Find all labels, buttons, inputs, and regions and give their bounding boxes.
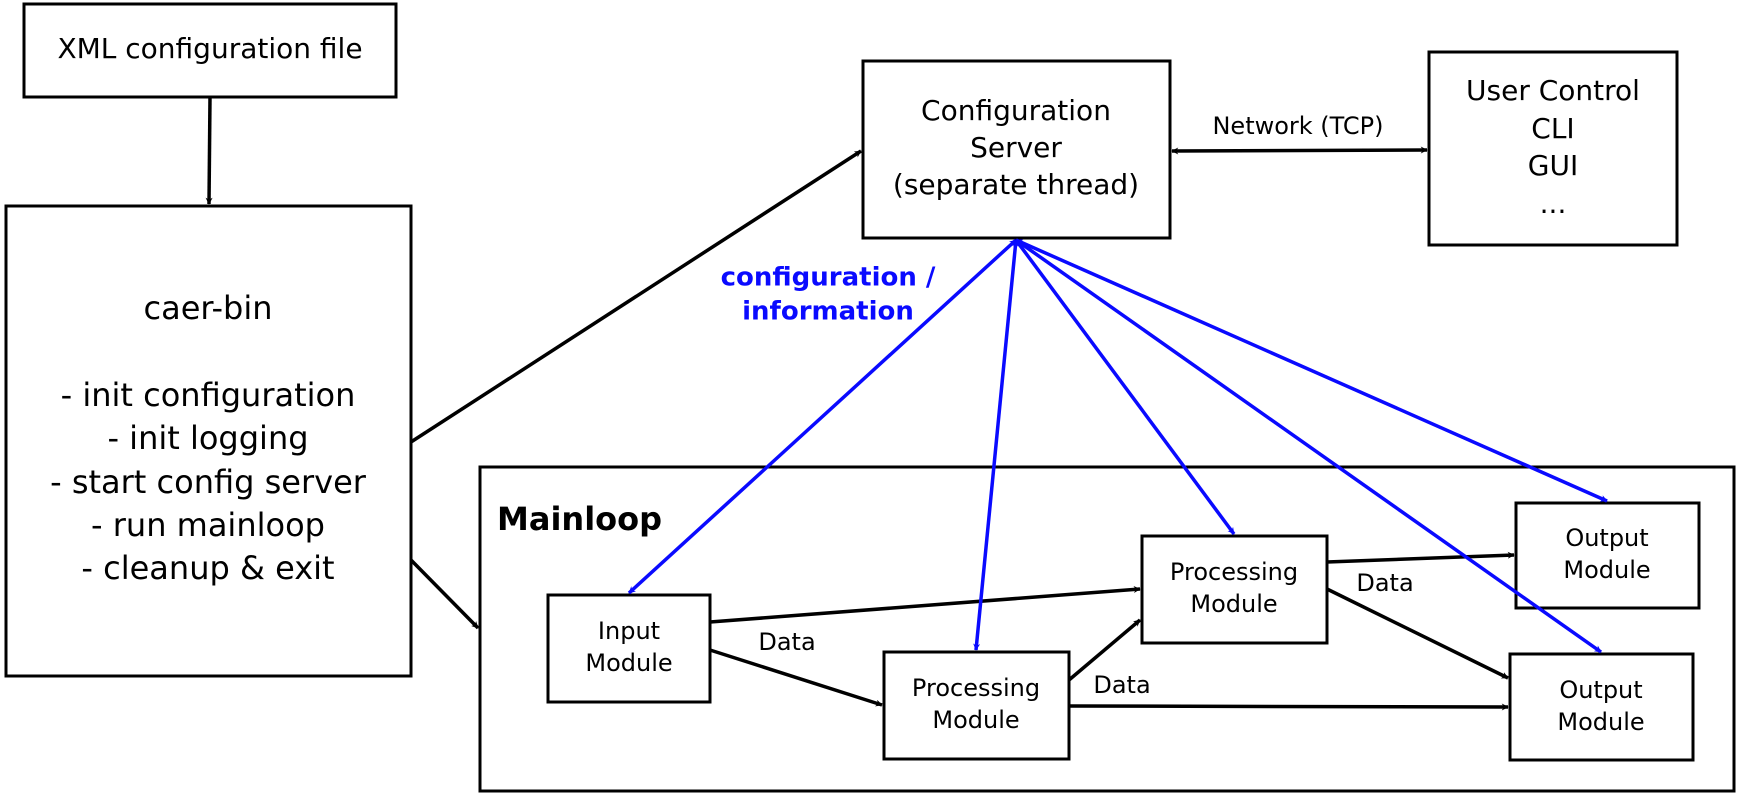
data-label: Data <box>758 628 815 656</box>
network-tcp-label: Network (TCP) <box>1212 112 1383 140</box>
input-module-line: Input <box>598 617 660 645</box>
caer-bin-title: caer-bin <box>143 289 272 327</box>
arrow-network-tcp <box>1171 146 1428 155</box>
output-module-upper-line: Output <box>1565 524 1648 552</box>
caer-bin-step: - init logging <box>107 419 308 457</box>
output-module-upper-line: Module <box>1563 556 1650 584</box>
user-control-line: GUI <box>1528 149 1578 182</box>
config-info-label: information <box>742 297 914 327</box>
user-control-line: ... <box>1540 187 1567 220</box>
caer-bin-step: - start config server <box>50 463 367 501</box>
output-module-lower-line: Output <box>1559 676 1642 704</box>
caer-bin-step: - run mainloop <box>91 506 325 544</box>
config-info-label: configuration / <box>721 263 936 293</box>
config-arrow-output-upper <box>1015 238 1608 503</box>
input-module-line: Module <box>585 649 672 677</box>
config-server-line: (separate thread) <box>893 168 1139 201</box>
config-server-node: Configuration Server (separate thread) <box>861 59 1172 240</box>
output-module-lower-line: Module <box>1557 708 1644 736</box>
user-control-line: CLI <box>1531 112 1574 145</box>
caer-bin-node: caer-bin - init configuration - init log… <box>4 204 413 678</box>
processing-module-lower-line: Module <box>932 706 1019 734</box>
config-arrow-input-module <box>627 238 1018 595</box>
config-server-line: Server <box>970 131 1062 164</box>
data-label: Data <box>1093 671 1150 699</box>
xml-config-file-label: XML configuration file <box>57 32 362 65</box>
arrow-caer-bin-to-mainloop <box>409 558 480 630</box>
config-arrow-output-lower <box>1014 238 1603 654</box>
processing-module-upper-line: Module <box>1190 590 1277 618</box>
config-server-line: Configuration <box>921 94 1111 127</box>
output-module-lower-node: Output Module <box>1508 652 1695 762</box>
arrow-xml-to-caer-bin <box>205 96 213 205</box>
user-control-node: User Control CLI GUI ... <box>1427 50 1679 247</box>
processing-module-lower-line: Processing <box>912 674 1040 702</box>
xml-config-file-node: XML configuration file <box>22 2 398 99</box>
processing-module-upper-node: Processing Module <box>1140 534 1329 645</box>
data-label: Data <box>1356 569 1413 597</box>
mainloop-title: Mainloop <box>497 500 662 538</box>
user-control-line: User Control <box>1466 74 1640 107</box>
config-arrow-processing-lower <box>973 239 1019 651</box>
arrow-processing-lower-to-output-lower <box>1068 703 1509 711</box>
input-module-node: Input Module <box>546 593 712 704</box>
processing-module-upper-line: Processing <box>1170 558 1298 586</box>
caer-bin-step: - init configuration <box>61 376 356 414</box>
blue-arrows <box>627 238 1608 654</box>
caer-bin-step: - cleanup & exit <box>81 549 334 587</box>
output-module-upper-node: Output Module <box>1514 501 1701 610</box>
processing-module-lower-node: Processing Module <box>882 650 1071 761</box>
arrow-input-to-processing-lower <box>709 648 883 707</box>
